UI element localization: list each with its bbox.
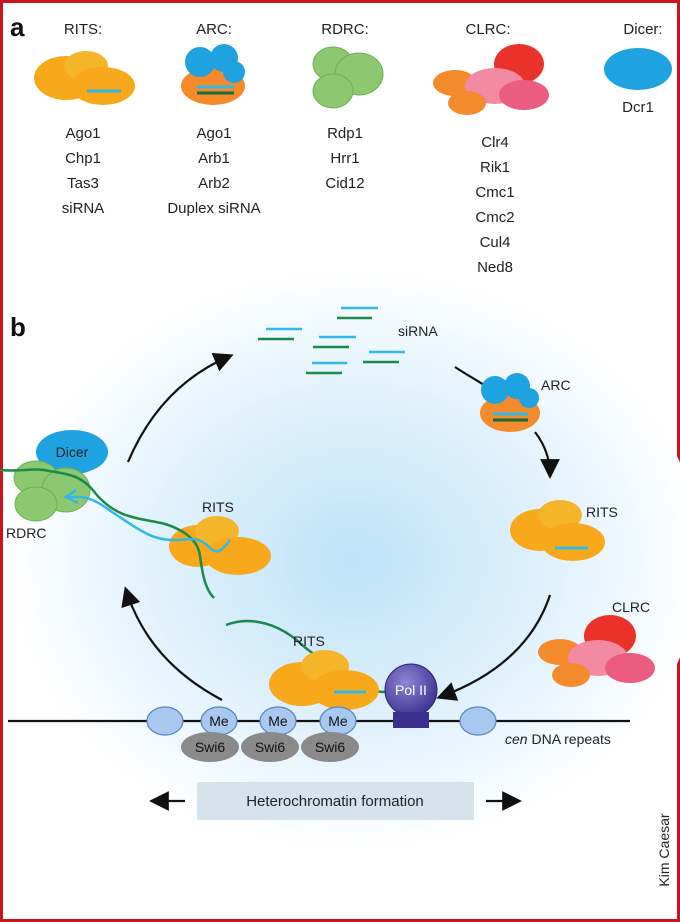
cen-rest: DNA repeats [528, 731, 611, 747]
heterochromatin-label: Heterochromatin formation [246, 793, 424, 810]
pol2-icon [384, 663, 438, 728]
rits-member: Chp1 [65, 150, 101, 167]
nucleosomes [146, 706, 497, 736]
rits-complex-icon [34, 51, 135, 105]
me-label: Me [209, 713, 229, 729]
rdrc-member: Cid12 [325, 175, 364, 192]
rits-bottom-icon [269, 650, 379, 710]
arc-member: Arb1 [198, 150, 230, 167]
arrow-to-sirna [126, 353, 234, 463]
dicer-icon [604, 48, 672, 90]
dicer-cycle-label: Dicer [56, 444, 89, 460]
clrc-header: CLRC: [465, 21, 510, 38]
dicer-member: Dcr1 [622, 99, 654, 116]
clrc-member: Cmc1 [475, 184, 514, 201]
arc-cycle-label: ARC [541, 377, 571, 393]
rdrc-cycle-label: RDRC [6, 525, 46, 541]
clrc-member: Ned8 [477, 259, 513, 276]
rdrc-complex-icon [312, 46, 384, 109]
rits-complex-column: RITS: Ago1 Chp1 Tas3 siRNA [34, 21, 135, 217]
arrow-to-dicer [121, 586, 223, 701]
arc-member: Duplex siRNA [167, 200, 260, 217]
pol2-label: Pol II [395, 682, 427, 698]
swi6-blob [181, 732, 239, 762]
heterochromatin-box [197, 782, 474, 820]
rdrc-member: Hrr1 [330, 150, 359, 167]
rits-center-label: RITS [202, 499, 234, 515]
dicer-complex-column: Dicer: Dcr1 [604, 21, 672, 116]
arrow-to-pol2 [436, 594, 552, 701]
sirna-duplexes [258, 306, 405, 375]
clrc-member: Cmc2 [475, 209, 514, 226]
rits-member: Tas3 [67, 175, 99, 192]
nucleosome [459, 706, 497, 736]
clrc-complex-column: CLRC: Clr4 Rik1 Cmc1 Cmc2 Cul4 Ned8 [433, 21, 549, 276]
arc-complex-icon [181, 44, 245, 105]
cycle-arrows [121, 353, 560, 701]
arc-header: ARC: [196, 21, 232, 38]
arc-complex-column: ARC: Ago1 Arb1 Arb2 Duplex siRNA [167, 21, 260, 217]
panel-b-letter: b [10, 312, 26, 342]
clrc-member: Clr4 [481, 134, 509, 151]
rdrc-member: Rdp1 [327, 125, 363, 142]
nucleosome [146, 706, 184, 736]
panel-a-letter: a [10, 12, 25, 42]
arc-member: Ago1 [196, 125, 231, 142]
swi6-blob [241, 732, 299, 762]
credit-label: Kim Caesar [656, 813, 672, 886]
swi6-label: Swi6 [195, 739, 226, 755]
rdrc-complex-column: RDRC: Rdp1 Hrr1 Cid12 [312, 21, 384, 192]
me-label: Me [268, 713, 288, 729]
rits-member: siRNA [62, 200, 105, 217]
cyan-sirna-strand [65, 495, 231, 553]
rits-member: Ago1 [65, 125, 100, 142]
rits-header: RITS: [64, 21, 102, 38]
rits-right-icon [510, 500, 605, 561]
green-rna-strand-upper [0, 468, 215, 599]
arrow-arc-to-rits [534, 431, 560, 479]
rits-bottom-label: RITS [293, 633, 325, 649]
cen-italic: cen [505, 731, 528, 747]
dicer-header: Dicer: [623, 21, 662, 38]
arc-member: Arb2 [198, 175, 230, 192]
cyan-strand-arrowhead [63, 488, 79, 505]
swi6-label: Swi6 [315, 739, 346, 755]
arc-cycle-icon [480, 373, 540, 432]
clrc-cycle-icon [538, 615, 655, 687]
swi6-label: Swi6 [255, 739, 286, 755]
rdrc-header: RDRC: [321, 21, 369, 38]
swi6-proteins [181, 732, 359, 762]
sirna-label: siRNA [398, 323, 438, 339]
clrc-cycle-label: CLRC [612, 599, 650, 615]
cen-dna-repeats-label: cen DNA repeats [505, 731, 611, 747]
clrc-member: Cul4 [480, 234, 511, 251]
clrc-complex-icon [433, 44, 549, 115]
swi6-blob [301, 732, 359, 762]
dicer-cycle-icon [36, 430, 108, 474]
me-label: Me [328, 713, 348, 729]
clrc-member: Rik1 [480, 159, 510, 176]
rits-right-label: RITS [586, 504, 618, 520]
